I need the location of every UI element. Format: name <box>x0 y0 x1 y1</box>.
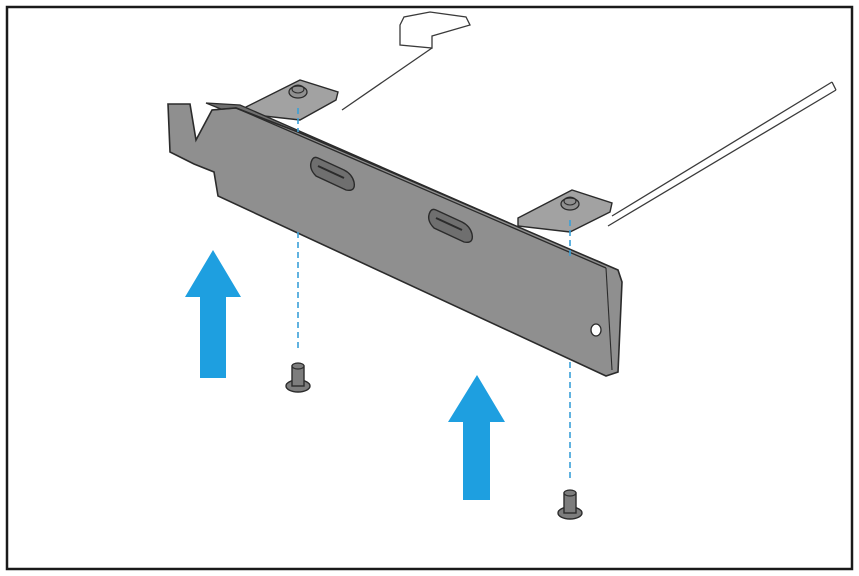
port-cutout <box>427 208 474 244</box>
screw-top <box>563 489 577 497</box>
port-inner <box>435 217 463 231</box>
bracket-plate <box>167 103 623 377</box>
bracket-top-edge <box>211 107 607 269</box>
arrow-up-icon <box>448 375 505 500</box>
card-tab <box>399 11 471 49</box>
tab-right-hole-inner <box>563 196 577 206</box>
port-cutout <box>309 156 356 192</box>
screw <box>557 489 583 520</box>
card-right-edge-inner <box>607 89 837 227</box>
bracket-mount-tab-right <box>517 189 613 233</box>
screw-guide-lines <box>297 108 571 480</box>
tab-left-hole <box>288 85 308 99</box>
usb-c-port <box>309 156 356 192</box>
pcie-bracket <box>167 102 623 377</box>
card-right-end <box>831 81 837 91</box>
bracket-mount-tab-left <box>245 79 339 121</box>
card-top-edge <box>341 47 433 111</box>
bracket-end-hole <box>590 323 602 337</box>
tab-right-face <box>517 189 613 233</box>
usb-c-port <box>427 208 474 244</box>
tab-right-hole <box>560 197 580 211</box>
arrow-up-icon <box>185 250 241 378</box>
bracket-end-edge <box>605 267 613 371</box>
card-right-edge-outer <box>611 81 833 217</box>
screw <box>285 362 311 393</box>
expansion-card <box>341 11 837 227</box>
port-inner <box>317 165 345 179</box>
screw-top <box>291 362 305 370</box>
tab-left-hole-inner <box>291 84 305 94</box>
